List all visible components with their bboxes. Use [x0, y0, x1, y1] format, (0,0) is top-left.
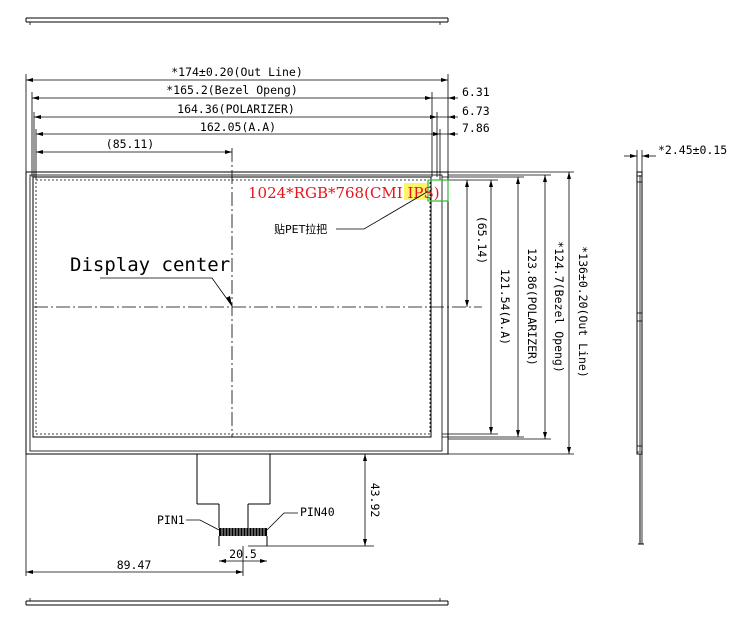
dim-outline-width: *174±0.20(Out Line) — [26, 65, 448, 82]
dim-fpc-offset: 89.47 — [25, 454, 244, 576]
display-center-callout: Display center — [70, 254, 233, 307]
dim-bezel-height: *124.7(Bezel Openg) — [543, 175, 566, 439]
bottom-edge-view — [25, 598, 449, 606]
resolution-label-group: 1024*RGB*768(CMI IPS) — [248, 179, 449, 202]
fpc-length-label: 43.92 — [368, 483, 382, 518]
dim-outline-height: *136±0.20(Out Line) — [567, 172, 590, 454]
display-center-x-label: (85.11) — [106, 137, 154, 151]
right-extension-lines — [442, 171, 574, 455]
pet-tab-callout: 贴PET拉把 — [274, 191, 428, 236]
pin40-label: PIN40 — [300, 505, 335, 519]
thickness-label: *2.45±0.15 — [658, 143, 727, 157]
right-gap-2-label: 6.73 — [462, 104, 490, 118]
pin1-label: PIN1 — [157, 513, 185, 527]
resolution-label: 1024*RGB*768(CMI IPS) — [248, 184, 440, 202]
dim-active-area-height: 121.54(A.A) — [489, 180, 512, 434]
display-center-y-label: (65.14) — [475, 216, 489, 264]
outline-width-label: *174±0.20(Out Line) — [171, 65, 303, 79]
active-area-width-label: 162.05(A.A) — [200, 120, 276, 134]
right-gap-1-label: 6.31 — [462, 85, 490, 99]
panel-outline — [25, 171, 449, 455]
bezel-width-label: *165.2(Bezel Openg) — [166, 83, 298, 97]
highlight-fill — [404, 183, 428, 200]
bezel-height-label: *124.7(Bezel Openg) — [552, 241, 566, 373]
active-area-height-label: 121.54(A.A) — [498, 269, 512, 345]
dim-active-area-width: 162.05(A.A) — [36, 120, 440, 136]
dim-fpc-length: 43.92 — [248, 453, 382, 547]
dim-bezel-width: *165.2(Bezel Openg) — [32, 83, 432, 100]
fpc-tail — [196, 454, 271, 546]
outline-height-label: *136±0.20(Out Line) — [576, 246, 590, 378]
dim-thickness: *2.45±0.15 — [624, 143, 727, 172]
fpc-offset-label: 89.47 — [117, 558, 152, 572]
dim-display-center-y: (65.14) — [465, 180, 489, 307]
pet-tab-label: 贴PET拉把 — [274, 222, 327, 236]
polarizer-height-label: 123.86(POLARIZER) — [525, 248, 539, 366]
dim-polarizer-height: 123.86(POLARIZER) — [516, 177, 539, 437]
top-edge-view — [25, 17, 449, 25]
dim-polarizer-width: 164.36(POLARIZER) — [34, 102, 437, 119]
display-center-label: Display center — [70, 254, 230, 276]
side-view — [636, 171, 644, 545]
right-gap-3-label: 7.86 — [462, 121, 490, 135]
dim-right-gaps: 6.31 6.73 7.86 — [432, 85, 490, 136]
dim-display-center-x: (85.11) — [36, 137, 232, 154]
pin-labels: PIN1 PIN40 — [157, 505, 335, 532]
highlight-box — [427, 179, 449, 202]
polarizer-width-label: 164.36(POLARIZER) — [177, 102, 295, 116]
extension-lines — [25, 74, 449, 180]
center-lines — [34, 148, 482, 437]
